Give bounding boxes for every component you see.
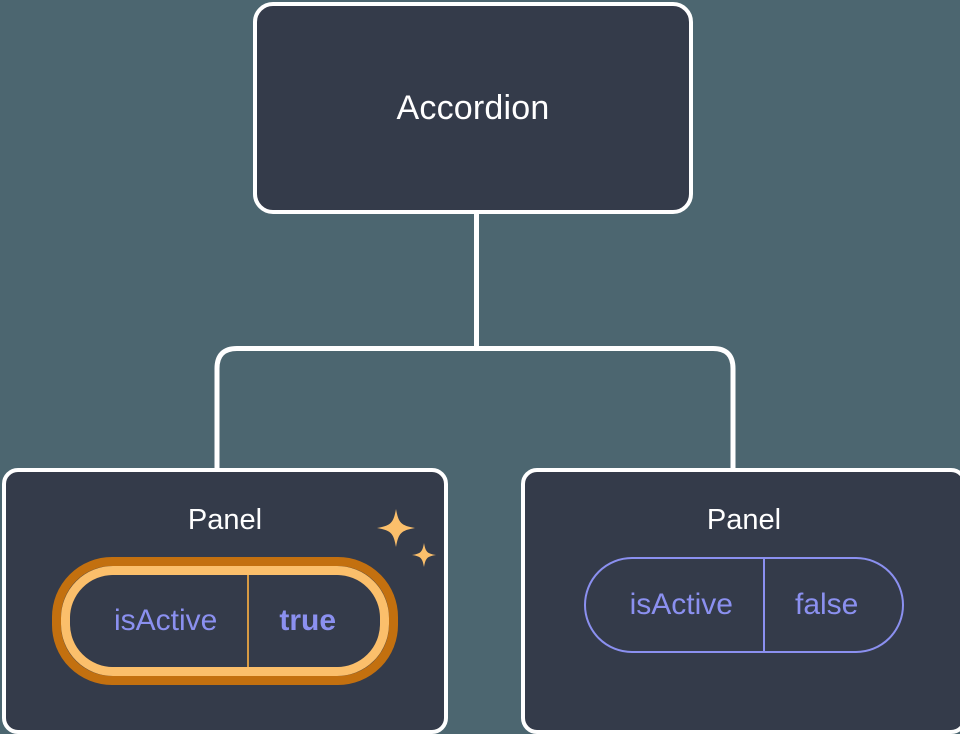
sparkle-small-icon xyxy=(412,543,437,567)
connector-branch-right xyxy=(476,346,736,472)
prop-key-isactive-active: isActive xyxy=(70,575,250,667)
prop-key-isactive-inactive: isActive xyxy=(586,559,765,651)
prop-value-active: true xyxy=(279,604,337,637)
node-accordion[interactable]: Accordion xyxy=(253,2,693,214)
prop-pill-inactive-wrap: isActive false xyxy=(583,557,905,653)
prop-pill-inactive[interactable]: isActive false xyxy=(583,557,905,653)
sparkle-large-icon xyxy=(377,509,416,547)
prop-pill-highlight-ring-inner: isActive true xyxy=(60,566,390,676)
node-panel-inactive-label: Panel xyxy=(706,504,782,536)
connector-branch-left xyxy=(214,346,477,472)
prop-value-inactive: false xyxy=(794,588,859,621)
node-accordion-label: Accordion xyxy=(396,89,550,127)
prop-pill-highlight-ring-outer: isActive true xyxy=(51,557,399,685)
node-panel-inactive[interactable]: Panel isActive false xyxy=(521,468,960,734)
prop-pill-active[interactable]: isActive true xyxy=(69,575,381,667)
prop-pill-active-wrap: isActive true xyxy=(51,509,437,685)
sparkles-icon xyxy=(377,509,437,567)
node-panel-active-label: Panel xyxy=(187,504,263,536)
node-panel-active[interactable]: Panel isActive true xyxy=(2,468,448,734)
